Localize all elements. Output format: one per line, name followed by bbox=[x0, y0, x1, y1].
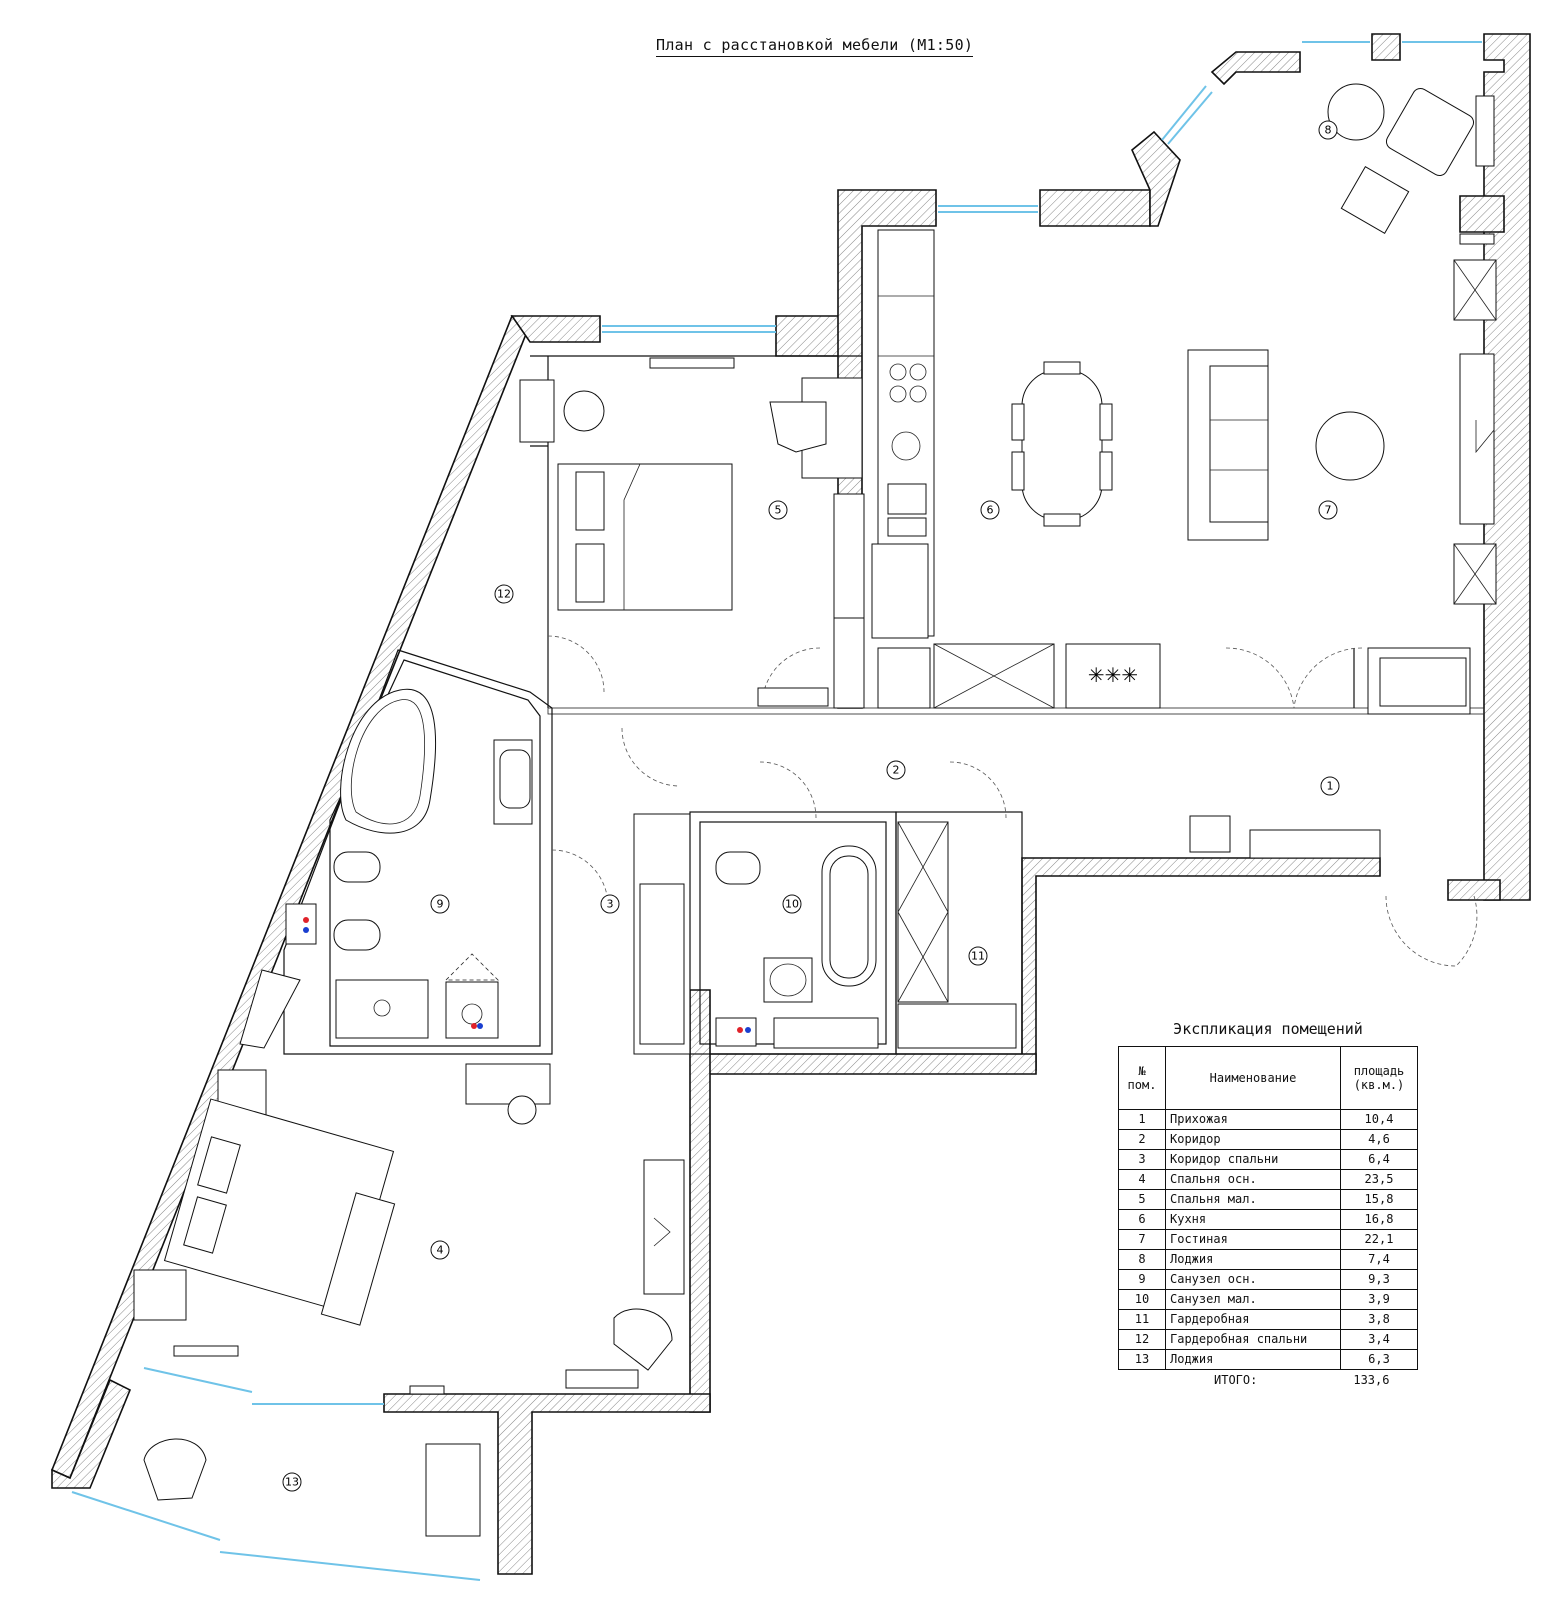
row-name: Коридор bbox=[1165, 1129, 1341, 1150]
row-num: 8 bbox=[1118, 1249, 1166, 1270]
room-label-7: 7 bbox=[1318, 500, 1338, 520]
row-num: 9 bbox=[1118, 1269, 1166, 1290]
bathroom-small-furniture bbox=[639, 815, 1381, 1049]
row-name: Лоджия bbox=[1165, 1349, 1341, 1370]
row-name: Прихожая bbox=[1165, 1109, 1341, 1130]
header-num: № пом. bbox=[1118, 1046, 1166, 1110]
row-area: 7,4 bbox=[1340, 1249, 1418, 1270]
row-num: 5 bbox=[1118, 1189, 1166, 1210]
total-value: 133,6 bbox=[1353, 1373, 1390, 1387]
header-name: Наименование bbox=[1165, 1046, 1341, 1110]
row-num: 4 bbox=[1118, 1169, 1166, 1190]
row-name: Санузел мал. bbox=[1165, 1289, 1341, 1310]
svg-text:4: 4 bbox=[437, 1244, 444, 1257]
svg-text:3: 3 bbox=[607, 898, 614, 911]
svg-text:2: 2 bbox=[893, 764, 900, 777]
living-furniture bbox=[1187, 83, 1497, 715]
bedroom-main-furniture bbox=[133, 1063, 685, 1537]
row-num: 13 bbox=[1118, 1349, 1166, 1370]
row-name: Спальня мал. bbox=[1165, 1189, 1341, 1210]
windows bbox=[71, 41, 1482, 1581]
bedroom-small-furniture bbox=[519, 357, 865, 709]
row-num: 11 bbox=[1118, 1309, 1166, 1330]
row-area: 10,4 bbox=[1340, 1109, 1418, 1130]
row-num: 7 bbox=[1118, 1229, 1166, 1250]
total-label: ИТОГО: bbox=[1214, 1373, 1258, 1387]
svg-text:1: 1 bbox=[1327, 780, 1334, 793]
row-area: 4,6 bbox=[1340, 1129, 1418, 1150]
room-label-12: 12 bbox=[494, 584, 514, 604]
svg-text:11: 11 bbox=[971, 950, 985, 963]
room-label-6: 6 bbox=[980, 500, 1000, 520]
row-name: Лоджия bbox=[1165, 1249, 1341, 1270]
svg-text:8: 8 bbox=[1325, 124, 1332, 137]
room-label-3: 3 bbox=[600, 894, 620, 914]
row-name: Кухня bbox=[1165, 1209, 1341, 1230]
svg-text:5: 5 bbox=[775, 504, 782, 517]
row-num: 6 bbox=[1118, 1209, 1166, 1230]
row-area: 6,4 bbox=[1340, 1149, 1418, 1170]
room-label-1: 1 bbox=[1320, 776, 1340, 796]
room-label-5: 5 bbox=[768, 500, 788, 520]
row-area: 16,8 bbox=[1340, 1209, 1418, 1230]
svg-text:9: 9 bbox=[437, 898, 444, 911]
row-area: 9,3 bbox=[1340, 1269, 1418, 1290]
row-area: 6,3 bbox=[1340, 1349, 1418, 1370]
room-label-11: 11 bbox=[968, 946, 988, 966]
legend-title: Экспликация помещений bbox=[1173, 1020, 1363, 1038]
room-legend: Экспликация помещений № пом. Наименовани… bbox=[1118, 1020, 1418, 1387]
svg-text:✳✳✳: ✳✳✳ bbox=[1088, 663, 1138, 687]
bathroom-main-furniture bbox=[239, 688, 533, 1049]
row-area: 3,8 bbox=[1340, 1309, 1418, 1330]
row-name: Гардеробная bbox=[1165, 1309, 1341, 1330]
row-num: 1 bbox=[1118, 1109, 1166, 1130]
legend-total: ИТОГО: 133,6 bbox=[1118, 1373, 1418, 1387]
room-label-10: 10 bbox=[782, 894, 802, 914]
row-num: 2 bbox=[1118, 1129, 1166, 1150]
row-name: Санузел осн. bbox=[1165, 1269, 1341, 1290]
header-area: площадь (кв.м.) bbox=[1340, 1046, 1418, 1110]
room-label-13: 13 bbox=[282, 1472, 302, 1492]
svg-text:12: 12 bbox=[497, 588, 511, 601]
row-name: Спальня осн. bbox=[1165, 1169, 1341, 1190]
row-name: Гардеробная спальни bbox=[1165, 1329, 1341, 1350]
row-name: Коридор спальни bbox=[1165, 1149, 1341, 1170]
room-label-9: 9 bbox=[430, 894, 450, 914]
row-name: Гостиная bbox=[1165, 1229, 1341, 1250]
kitchen-furniture: ✳✳✳ bbox=[871, 229, 1161, 709]
row-num: 10 bbox=[1118, 1289, 1166, 1310]
row-area: 3,9 bbox=[1340, 1289, 1418, 1310]
row-area: 15,8 bbox=[1340, 1189, 1418, 1210]
row-area: 3,4 bbox=[1340, 1329, 1418, 1350]
row-num: 12 bbox=[1118, 1329, 1166, 1350]
room-label-8: 8 bbox=[1318, 120, 1338, 140]
row-area: 22,1 bbox=[1340, 1229, 1418, 1250]
room-labels: 1 2 3 4 5 6 7 8 9 10 11 12 13 bbox=[282, 120, 1340, 1492]
svg-text:6: 6 bbox=[987, 504, 994, 517]
row-num: 3 bbox=[1118, 1149, 1166, 1170]
room-label-2: 2 bbox=[886, 760, 906, 780]
plan-title: План с расстановкой мебели (М1:50) bbox=[656, 36, 974, 57]
legend-header-row: № пом. Наименование площадь (кв.м.) bbox=[1118, 1046, 1418, 1110]
row-area: 23,5 bbox=[1340, 1169, 1418, 1190]
svg-text:13: 13 bbox=[285, 1476, 299, 1489]
svg-text:10: 10 bbox=[785, 898, 799, 911]
svg-text:7: 7 bbox=[1325, 504, 1332, 517]
room-label-4: 4 bbox=[430, 1240, 450, 1260]
